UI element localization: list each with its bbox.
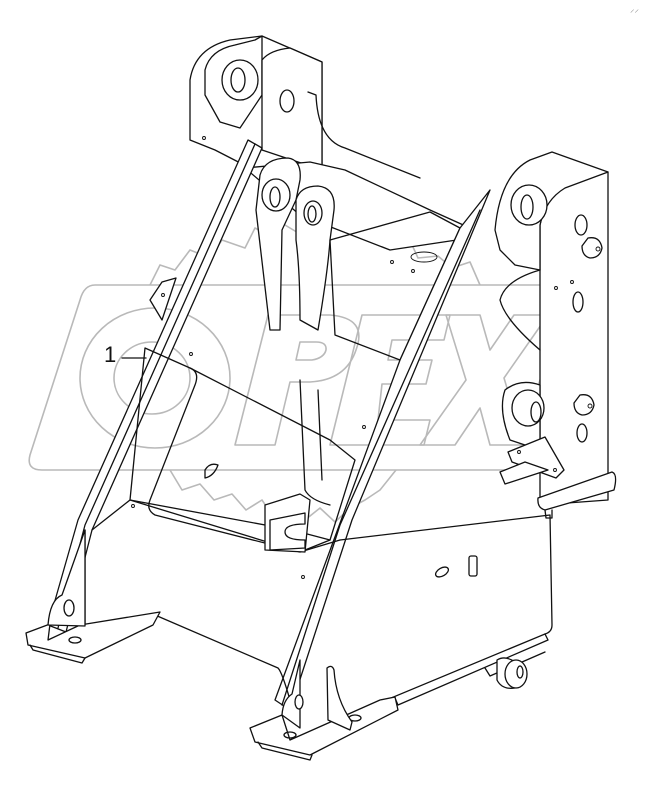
right-upright-top-lug (494, 151, 609, 271)
left-foot-pad (25, 611, 161, 659)
frame-right-rail (274, 189, 491, 711)
right-foot-pad (249, 696, 399, 756)
center-pivot-lug-right (295, 185, 335, 331)
callout-number-1: 1 (104, 342, 117, 367)
corner-mark: ⸝⸝ (630, 4, 640, 14)
loader-frame (25, 35, 617, 761)
